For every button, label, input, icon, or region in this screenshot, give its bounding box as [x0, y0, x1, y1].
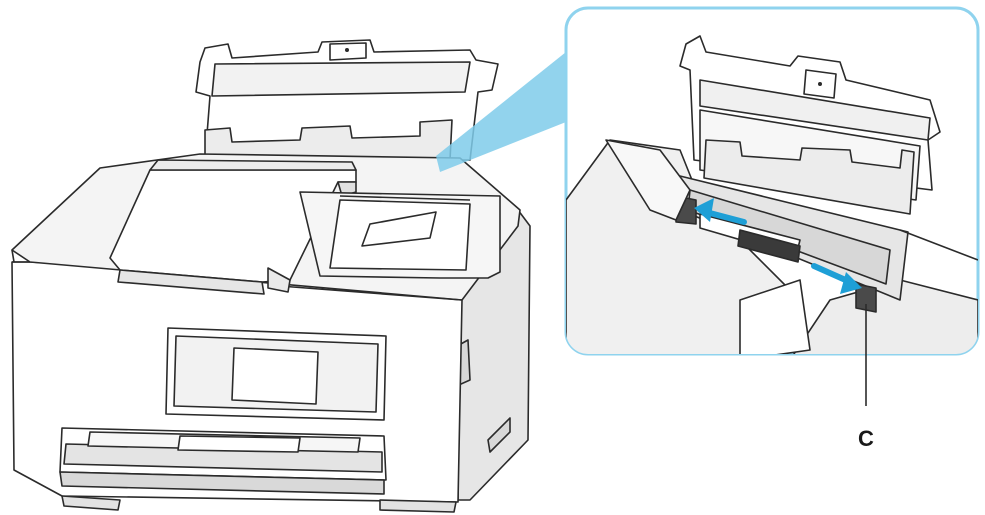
left-arrow-icon — [694, 198, 747, 225]
callout-label: C — [858, 426, 874, 451]
right-arrow-icon — [811, 263, 862, 294]
callout-beam — [436, 52, 566, 172]
right-paper-guide — [855, 283, 877, 313]
document-feeder — [109, 159, 501, 301]
printer — [11, 39, 531, 513]
touch-screen — [231, 347, 319, 405]
rear-paper-support — [195, 39, 499, 161]
callout-paper-support — [679, 35, 941, 215]
zoom-callout: C — [564, 6, 980, 451]
front-paper-tray — [59, 427, 387, 495]
operation-panel — [165, 327, 387, 421]
